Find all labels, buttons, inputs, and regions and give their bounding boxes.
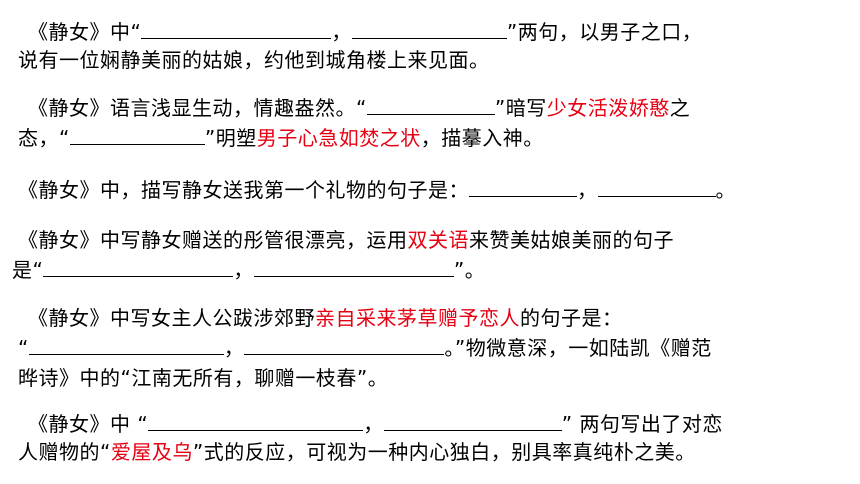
q1-text-line2: 说有一位娴静美丽的姑娘，约他到城角楼上来见面。 bbox=[18, 48, 490, 72]
q1-blank-1 bbox=[141, 20, 332, 39]
q5-text-start: 《静女》中写女主人公跋涉郊野 bbox=[28, 306, 315, 330]
q1-line-2: 说有一位娴静美丽的姑娘，约他到城角楼上来见面。 bbox=[18, 48, 490, 72]
q5-blank-2 bbox=[244, 336, 445, 355]
q3-line-1: 《静女》中，描写静女送我第一个礼物的句子是： ， 。 bbox=[18, 178, 736, 202]
q5-text-line3: 晔诗》中的“江南无所有，聊赠一枝春”。 bbox=[18, 366, 389, 390]
q5-line-2: “ ， 。”物微意深，一如陆凯《赠范 bbox=[18, 336, 712, 360]
q2-highlight-1: 少女活泼娇憨 bbox=[546, 96, 670, 120]
q1-text-end: ”两句，以男子之口， bbox=[506, 20, 703, 44]
q5-line-1: 《静女》中写女主人公跋涉郊野亲自采来茅草赠予恋人的句子是： bbox=[28, 306, 623, 330]
q5-text-end: 的句子是： bbox=[520, 306, 623, 330]
q4-blank-1 bbox=[43, 258, 234, 277]
q3-period: 。 bbox=[715, 178, 736, 202]
q2-blank-1 bbox=[366, 96, 495, 115]
q2-text-end: 之 bbox=[669, 96, 691, 120]
q2-highlight-2: 男子心急如焚之状 bbox=[256, 126, 421, 150]
q2-text-line2-end: ，描摹入神。 bbox=[420, 126, 544, 150]
q5-text-line2-end: 。”物微意深，一如陆凯《赠范 bbox=[444, 336, 712, 360]
q6-comma: ， bbox=[363, 412, 384, 436]
q2-line-1: 《静女》语言浅显生动，情趣盎然。“ ”暗写少女活泼娇憨之 bbox=[28, 96, 690, 120]
q3-blank-2 bbox=[597, 178, 716, 197]
q5-blank-1 bbox=[28, 336, 224, 355]
q6-text-start: 《静女》中 “ bbox=[28, 412, 149, 436]
q5-open-quote: “ bbox=[18, 336, 29, 360]
q2-text-start: 《静女》语言浅显生动，情趣盎然。“ bbox=[28, 96, 367, 120]
q3-blank-1 bbox=[469, 178, 577, 197]
q4-highlight: 双关语 bbox=[407, 228, 469, 252]
q1-blank-2 bbox=[351, 20, 507, 39]
q6-blank-1 bbox=[148, 412, 364, 431]
q4-text-end: 来赞美姑娘美丽的句子 bbox=[469, 228, 674, 252]
q4-text-start: 《静女》中写静女赠送的彤管很漂亮，运用 bbox=[18, 228, 408, 252]
q1-line-1: 《静女》中“ ， ”两句，以男子之口， bbox=[28, 20, 702, 44]
q5-highlight: 亲自采来茅草赠予恋人 bbox=[315, 306, 520, 330]
q6-text-line2-end: ”式的反应，可视为一种内心独白，别具率真纯朴之美。 bbox=[192, 440, 696, 464]
q4-line-1: 《静女》中写静女赠送的彤管很漂亮，运用双关语来赞美姑娘美丽的句子 bbox=[18, 228, 674, 252]
q1-comma: ， bbox=[331, 20, 352, 44]
q4-blank-2 bbox=[253, 258, 454, 277]
q2-text-mid: ”暗写 bbox=[494, 96, 547, 120]
q3-text-start: 《静女》中，描写静女送我第一个礼物的句子是： bbox=[18, 178, 469, 202]
q2-text-line2-mid: ”明塑 bbox=[204, 126, 257, 150]
q2-line-2: 态，“ ”明塑男子心急如焚之状，描摹入神。 bbox=[18, 126, 544, 150]
q4-comma: ， bbox=[233, 258, 254, 282]
q6-highlight: 爱屋及乌 bbox=[110, 440, 193, 464]
q3-comma: ， bbox=[577, 178, 598, 202]
q4-line-2: 是“ ， ”。 bbox=[12, 258, 485, 282]
q1-text-start: 《静女》中“ bbox=[28, 20, 142, 44]
q6-blank-2 bbox=[383, 412, 562, 431]
q6-line-2: 人赠物的“爱屋及乌”式的反应，可视为一种内心独白，别具率真纯朴之美。 bbox=[18, 440, 696, 464]
q6-line-1: 《静女》中 “ ， ” 两句写出了对恋 bbox=[28, 412, 723, 436]
q4-text-line2-start: 是“ bbox=[12, 258, 44, 282]
q6-text-end: ” 两句写出了对恋 bbox=[561, 412, 723, 436]
q2-blank-2 bbox=[69, 126, 205, 145]
q6-text-line2-start: 人赠物的“ bbox=[18, 440, 111, 464]
q5-line-3: 晔诗》中的“江南无所有，聊赠一枝春”。 bbox=[18, 366, 388, 390]
q2-text-line2-start: 态，“ bbox=[18, 126, 70, 150]
q4-text-line2-end: ”。 bbox=[453, 258, 486, 282]
q5-comma: ， bbox=[223, 336, 245, 360]
